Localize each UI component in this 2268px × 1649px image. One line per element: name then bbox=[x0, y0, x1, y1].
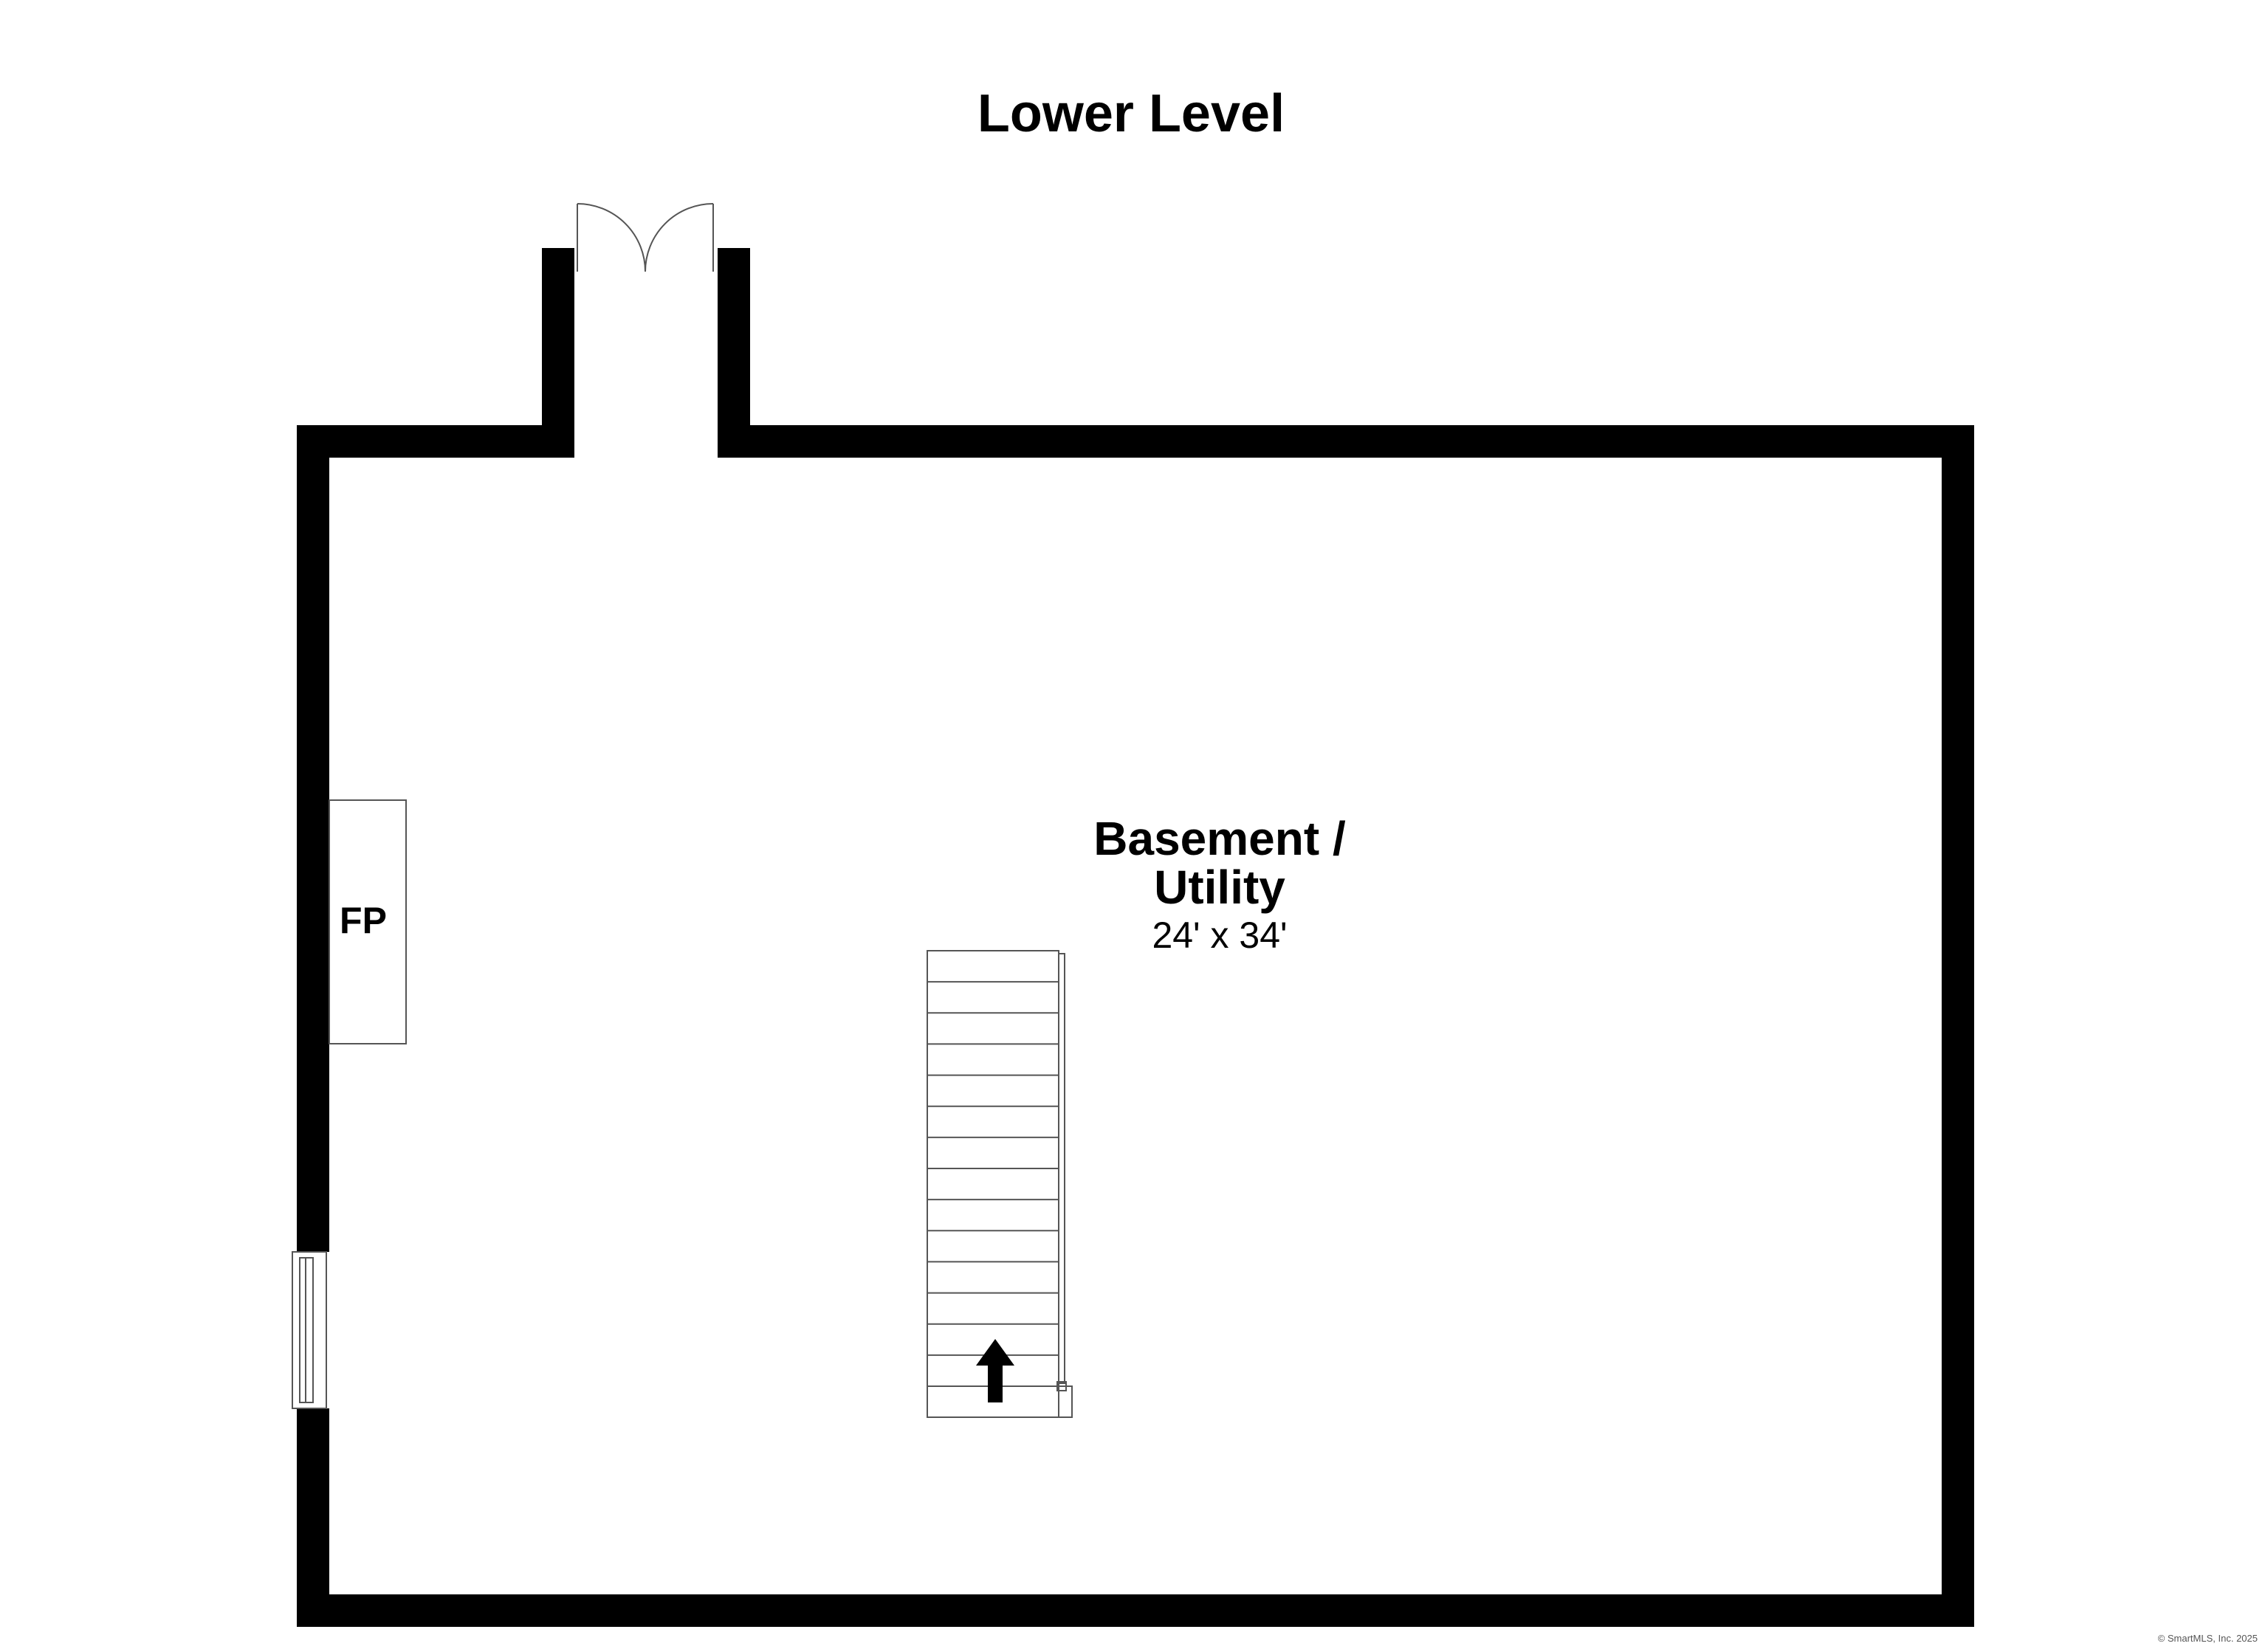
room-name-line2: Utility bbox=[1154, 861, 1285, 914]
arrow-up-icon bbox=[976, 1339, 1014, 1402]
room-dimensions: 24' x 34' bbox=[1152, 915, 1287, 956]
floor-title: Lower Level bbox=[977, 84, 1285, 143]
fireplace: FP bbox=[329, 799, 407, 1044]
double-door-icon bbox=[577, 203, 714, 272]
wall-right bbox=[1942, 425, 1974, 1627]
exterior-walls bbox=[297, 248, 1974, 1627]
wall-vestibule-left bbox=[542, 248, 574, 458]
stair-treads bbox=[927, 981, 1059, 1387]
wall-top-right bbox=[718, 425, 1974, 458]
stair-handrail bbox=[1058, 953, 1065, 1384]
wall-left-upper bbox=[297, 425, 329, 1252]
copyright-notice: © SmartMLS, Inc. 2025 bbox=[2158, 1633, 2258, 1644]
wall-vestibule-right bbox=[718, 248, 750, 458]
staircase bbox=[927, 950, 1073, 1418]
room-label-basement: Basement / Utility 24' x 34' bbox=[1093, 812, 1346, 956]
wall-top-left bbox=[297, 425, 574, 458]
wall-bottom bbox=[297, 1594, 1974, 1627]
wall-left-lower bbox=[297, 1408, 329, 1627]
fireplace-label: FP bbox=[340, 900, 387, 941]
room-name-line1: Basement / bbox=[1093, 812, 1346, 865]
window-icon bbox=[292, 1251, 327, 1409]
